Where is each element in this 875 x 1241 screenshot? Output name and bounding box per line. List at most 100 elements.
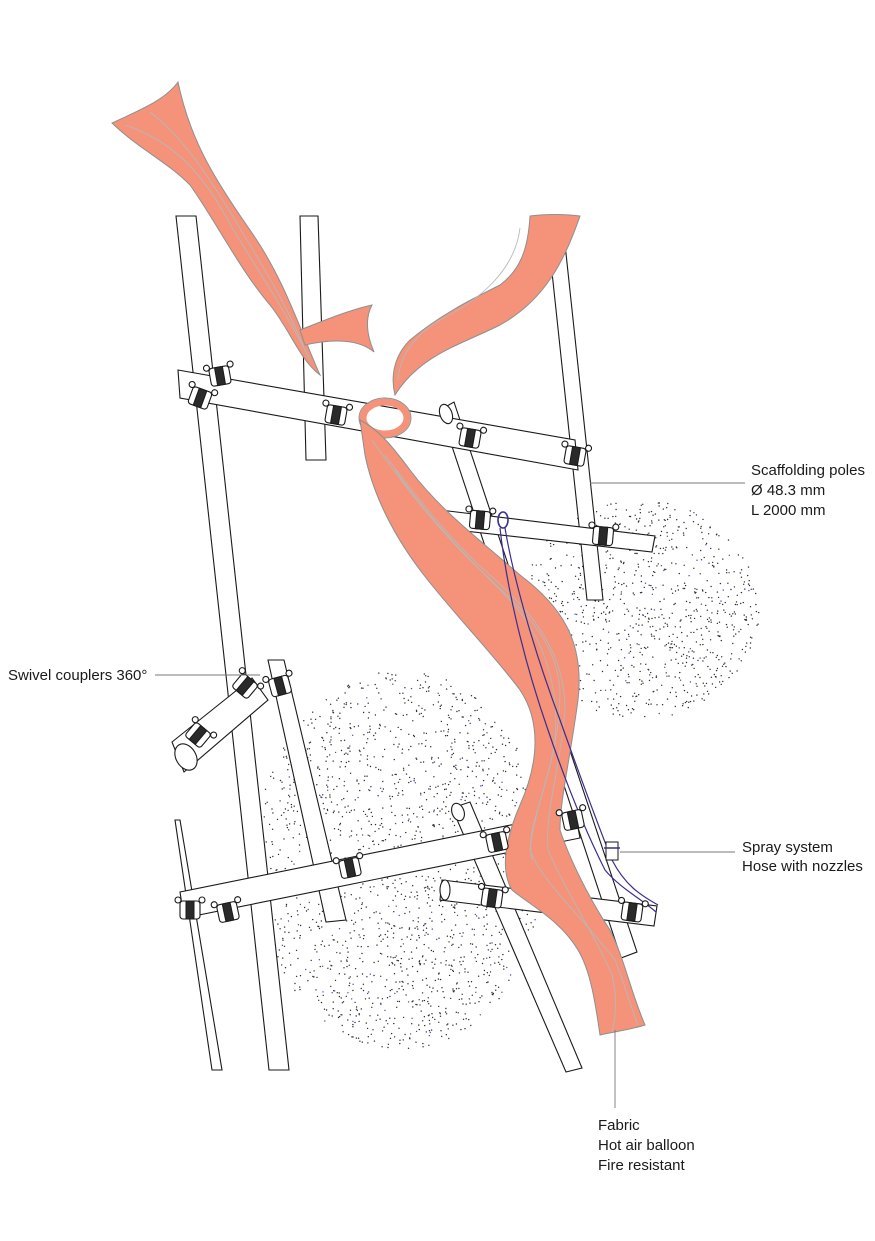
spray-dot bbox=[686, 700, 688, 703]
spray-dot bbox=[627, 709, 630, 711]
spray-dot bbox=[265, 841, 267, 843]
spray-dot bbox=[356, 834, 358, 836]
spray-dot bbox=[616, 707, 618, 709]
spray-dot bbox=[606, 504, 609, 506]
spray-dot bbox=[708, 630, 710, 632]
spray-dot bbox=[391, 678, 393, 680]
spray-dot bbox=[497, 986, 500, 988]
spray-dot bbox=[360, 907, 363, 910]
spray-dot bbox=[658, 519, 660, 521]
spray-dot bbox=[444, 735, 447, 737]
spray-dot bbox=[476, 709, 478, 711]
spray-dot bbox=[470, 695, 473, 697]
spray-dot bbox=[673, 603, 675, 606]
spray-dot bbox=[583, 622, 586, 625]
spray-dot bbox=[471, 770, 474, 772]
spray-dot bbox=[470, 1024, 472, 1027]
spray-dot bbox=[428, 1019, 431, 1022]
spray-dot bbox=[738, 658, 740, 660]
spray-dot bbox=[451, 965, 453, 967]
spray-dot bbox=[400, 957, 403, 960]
spray-dot bbox=[404, 1033, 406, 1036]
spray-dot bbox=[340, 960, 342, 962]
spray-dot bbox=[451, 705, 453, 708]
spray-dot bbox=[332, 711, 334, 713]
spray-dot bbox=[461, 698, 463, 701]
spray-dot bbox=[418, 999, 420, 1001]
swivel-coupler-icon bbox=[322, 399, 354, 426]
spray-dot bbox=[465, 1003, 467, 1005]
spray-dot bbox=[426, 984, 428, 986]
spray-dot bbox=[421, 805, 423, 807]
spray-dot bbox=[378, 692, 380, 694]
spray-dot bbox=[489, 971, 492, 973]
spray-dot bbox=[502, 871, 505, 873]
spray-dot bbox=[350, 894, 352, 896]
spray-dot bbox=[338, 992, 340, 994]
spray-dot bbox=[633, 594, 635, 596]
spray-dot bbox=[398, 1000, 401, 1003]
spray-dot bbox=[444, 783, 446, 785]
spray-dot bbox=[271, 828, 274, 830]
spray-dot bbox=[652, 625, 654, 628]
spray-dot bbox=[453, 824, 456, 827]
spray-dot bbox=[368, 847, 370, 850]
spray-dot bbox=[440, 962, 442, 964]
spray-dot bbox=[368, 820, 370, 822]
spray-dot bbox=[663, 598, 665, 600]
spray-dot bbox=[638, 613, 641, 616]
spray-dot bbox=[425, 959, 427, 961]
spray-dot bbox=[606, 605, 609, 608]
spray-dot bbox=[450, 968, 452, 971]
spray-dot bbox=[314, 718, 317, 721]
spray-dot bbox=[294, 794, 296, 796]
spray-dot bbox=[276, 818, 279, 821]
spray-dot bbox=[369, 765, 372, 768]
spray-dot bbox=[702, 682, 704, 684]
spray-dot bbox=[641, 624, 643, 626]
spray-dot bbox=[392, 932, 395, 934]
spray-dot bbox=[637, 630, 639, 632]
spray-dot bbox=[390, 805, 392, 807]
spray-dot bbox=[562, 604, 564, 607]
spray-dot bbox=[322, 739, 325, 742]
spray-dot bbox=[291, 860, 293, 863]
spray-dot bbox=[605, 551, 607, 553]
spray-dot bbox=[633, 692, 636, 694]
spray-dot bbox=[670, 659, 672, 661]
spray-dot bbox=[389, 989, 391, 992]
spray-dot bbox=[430, 949, 433, 952]
spray-dot bbox=[336, 941, 339, 943]
spray-dot bbox=[486, 774, 489, 776]
spray-dot bbox=[423, 732, 425, 734]
swivel-coupler-icon bbox=[174, 896, 206, 920]
spray-dot bbox=[369, 917, 371, 919]
spray-dot bbox=[522, 787, 524, 789]
spray-dot bbox=[722, 589, 724, 591]
spray-dot bbox=[652, 571, 655, 573]
spray-dot bbox=[440, 763, 442, 765]
spray-dot bbox=[392, 899, 394, 902]
spray-dot bbox=[619, 598, 622, 600]
spray-dot bbox=[333, 828, 336, 830]
spray-dot bbox=[474, 913, 476, 916]
spray-dot bbox=[639, 679, 641, 681]
spray-dot bbox=[672, 633, 674, 635]
spray-dot bbox=[402, 981, 404, 983]
spray-dot bbox=[416, 758, 418, 760]
spray-dot bbox=[478, 740, 480, 742]
label-line: Scaffolding poles bbox=[751, 462, 865, 479]
spray-dot bbox=[595, 524, 598, 527]
spray-dot bbox=[413, 780, 415, 782]
spray-dot bbox=[503, 756, 505, 758]
tube-end bbox=[438, 403, 454, 425]
spray-dot bbox=[456, 983, 458, 985]
spray-dot bbox=[279, 928, 281, 930]
spray-dot bbox=[690, 695, 693, 697]
spray-dot bbox=[323, 1008, 326, 1010]
spray-dot bbox=[415, 757, 417, 759]
spray-dot bbox=[645, 647, 647, 650]
spray-dot bbox=[685, 615, 687, 618]
spray-dot bbox=[372, 1002, 374, 1005]
spray-dot bbox=[677, 662, 679, 665]
